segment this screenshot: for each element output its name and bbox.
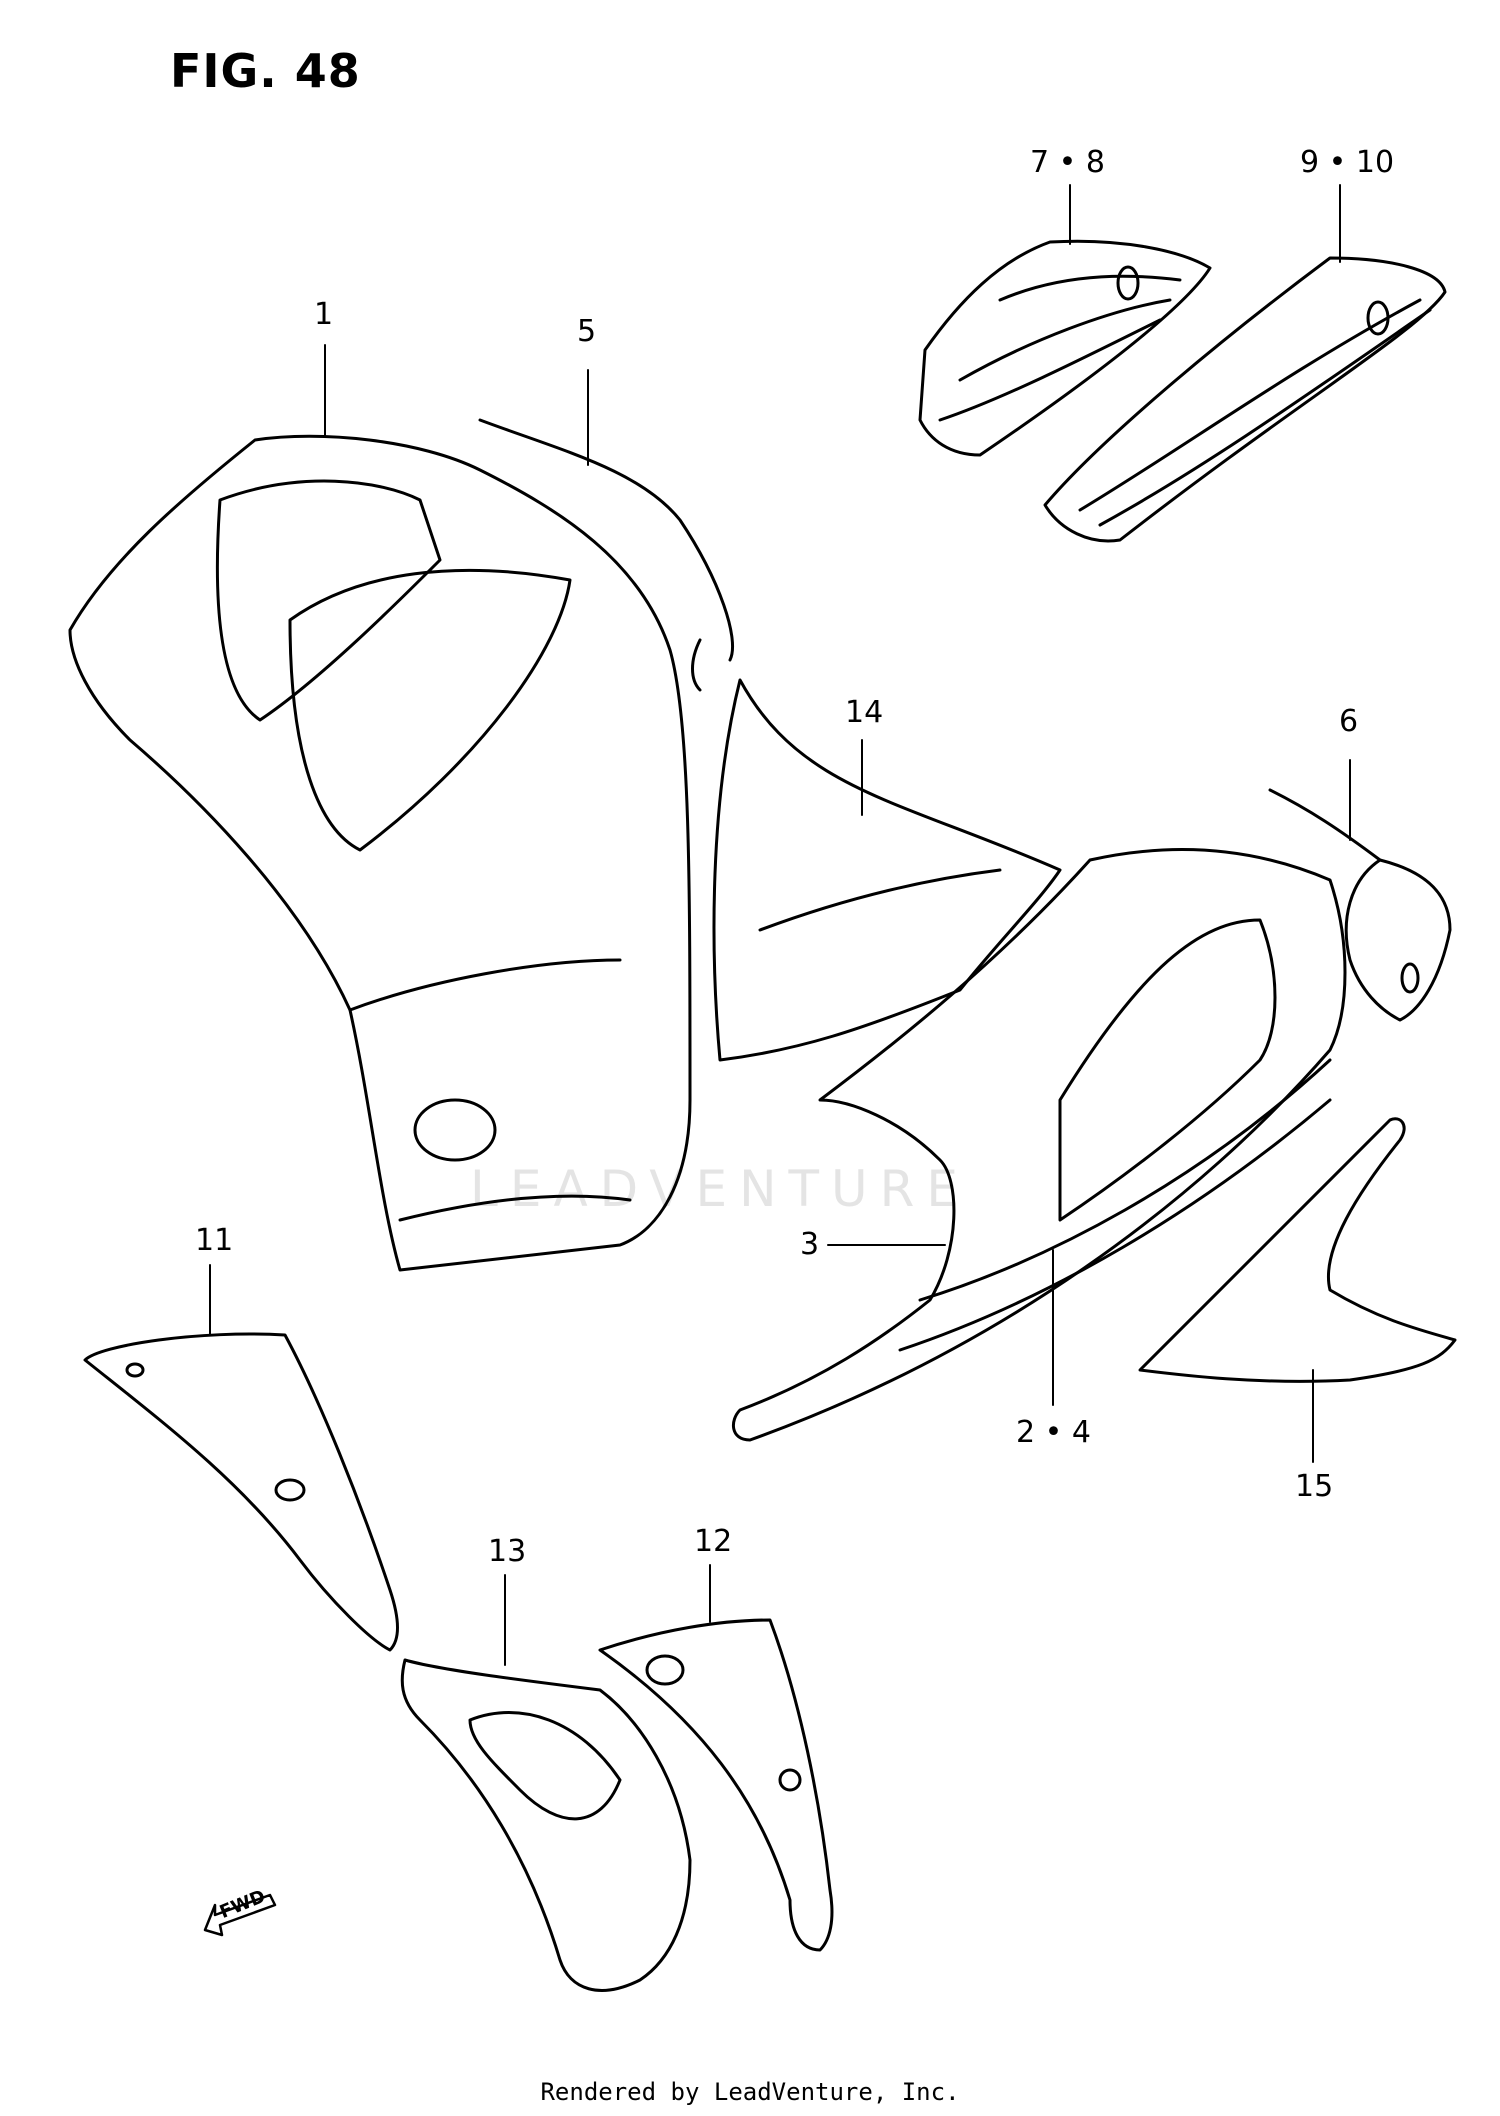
part-7-8-side-cover [918, 239, 1212, 457]
callout-13: 13 [488, 1534, 527, 1569]
part-1-main-fairing [68, 434, 692, 1272]
part-3-lower-fairing [731, 848, 1347, 1442]
callout-11: 11 [195, 1223, 234, 1258]
part-12-inner-cowl [598, 1618, 834, 1952]
part-6-side-piece [1268, 788, 1452, 1022]
footer-credit: Rendered by LeadVenture, Inc. [540, 2078, 960, 2106]
figure-title: FIG. 48 [170, 44, 361, 98]
callout-6: 6 [1339, 704, 1359, 739]
callout-9-10: 9 • 10 [1300, 145, 1395, 180]
part-14-inner-panel [712, 678, 1062, 1062]
callout-3: 3 [800, 1227, 820, 1262]
callout-14: 14 [845, 695, 884, 730]
leader-lines [209, 184, 1351, 1666]
part-5-strip [478, 418, 735, 692]
part-9-10-side-cover [1043, 256, 1447, 543]
callout-5: 5 [577, 314, 597, 349]
part-13-lower-cowl [400, 1658, 692, 1992]
callout-2-4: 2 • 4 [1016, 1415, 1091, 1450]
callout-15: 15 [1295, 1469, 1334, 1504]
part-15-under-cowl [1138, 1117, 1457, 1383]
callout-12: 12 [694, 1524, 733, 1559]
callout-7-8: 7 • 8 [1030, 145, 1105, 180]
fwd-arrow-icon [203, 1893, 277, 1937]
part-11-under-cowl [83, 1332, 399, 1652]
watermark-text: LEADVENTURE [470, 1160, 970, 1218]
callout-1: 1 [314, 297, 334, 332]
